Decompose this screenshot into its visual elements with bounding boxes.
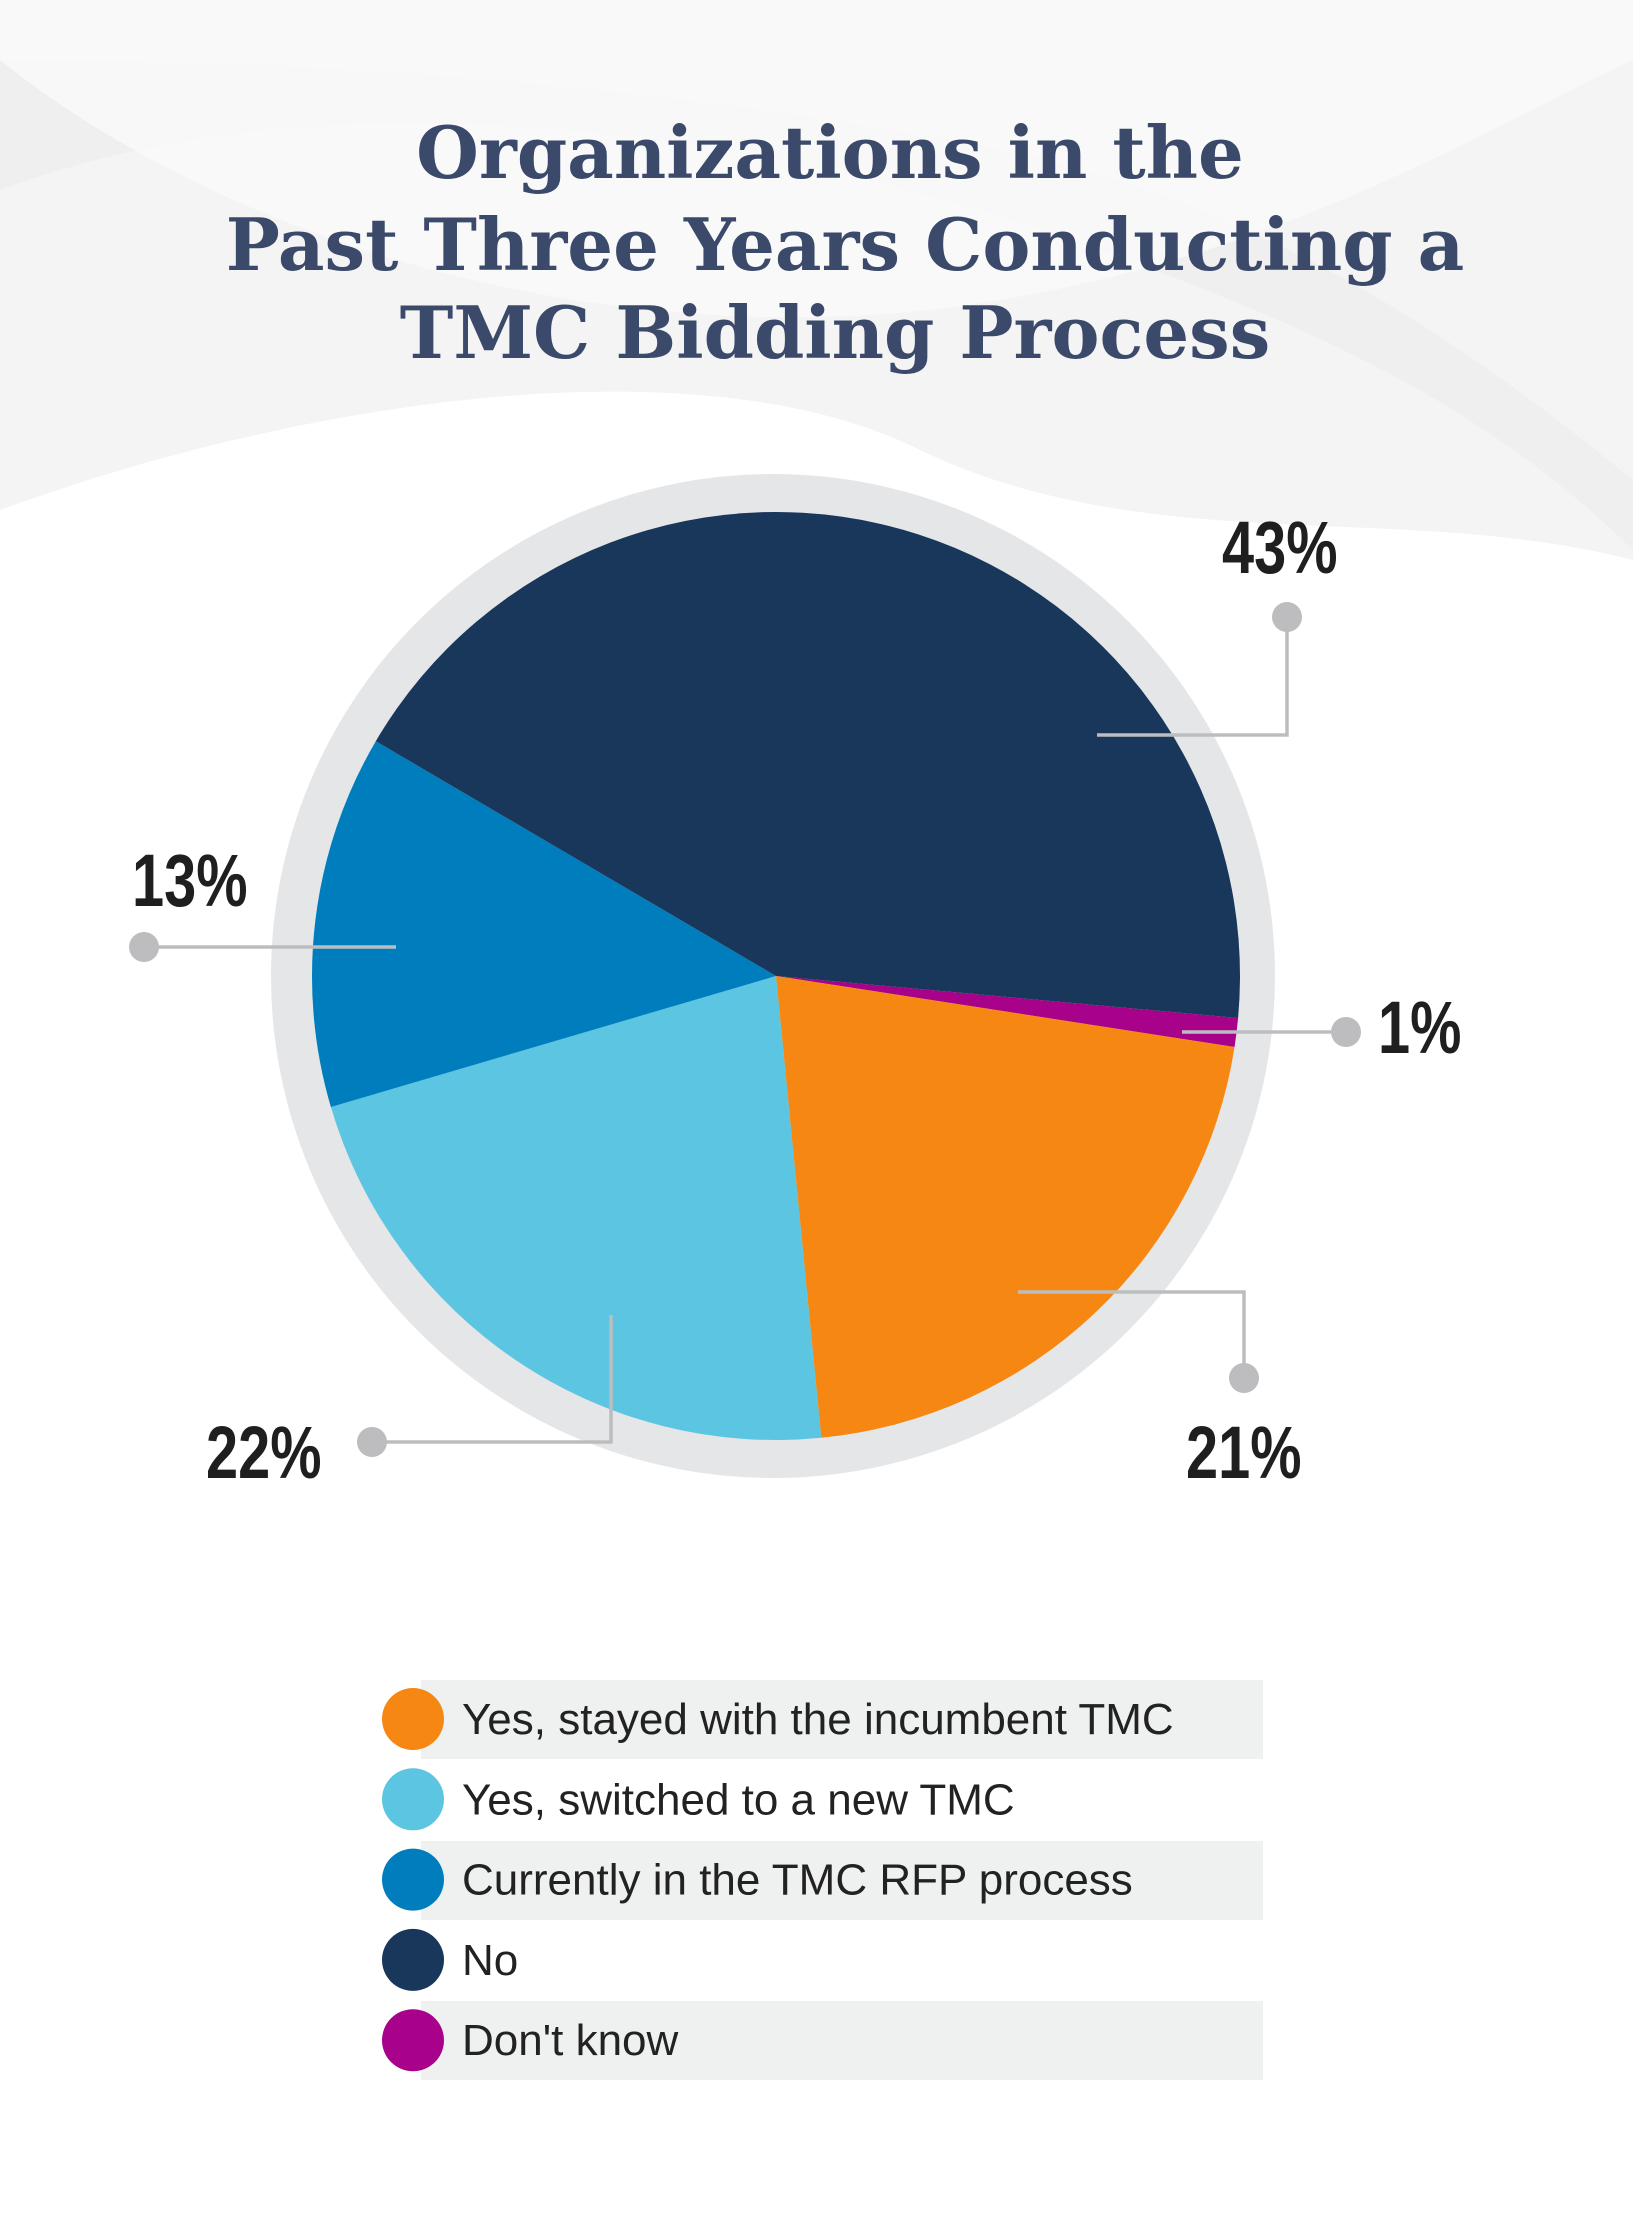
leader-dot-22: [357, 1427, 387, 1457]
data-label-switched: 22%: [206, 1412, 322, 1495]
legend-swatch: [382, 1928, 444, 1991]
legend-label: No: [462, 1936, 518, 1985]
title-line-3: TMC Bidding Process: [400, 290, 1270, 375]
leader-line-22: [372, 1315, 613, 1444]
leader-dots: [129, 602, 1361, 1457]
pie-slice-don-t-know: [776, 976, 1239, 1047]
title-line-1: Organizations in the: [416, 110, 1244, 195]
legend-swatch: [382, 1848, 444, 1911]
legend-label: Don't know: [462, 2016, 679, 2065]
data-label-stayed: 21%: [1186, 1412, 1302, 1495]
leader-dot-43: [1272, 602, 1302, 632]
data-label-dont-know: 1%: [1378, 987, 1461, 1070]
legend-swatch: [382, 2009, 444, 2072]
background-waves: [0, 0, 1633, 560]
pie-slices: [312, 512, 1240, 1441]
leader-dot-1: [1331, 1017, 1361, 1047]
leader-dot-13: [129, 932, 159, 962]
data-labels: 43% 13% 1% 21% 22%: [132, 507, 1461, 1495]
chart-title: Organizations in the Past Three Years Co…: [226, 110, 1465, 375]
data-label-rfp: 13%: [132, 840, 248, 923]
pie-slice-currently-in-the-tmc-rfp-process: [312, 741, 776, 1108]
pie-slice-no: [375, 512, 1240, 1019]
leader-line-21: [1018, 1290, 1246, 1378]
title-line-2: Past Three Years Conducting a: [226, 202, 1465, 287]
leader-line-43: [1097, 617, 1289, 737]
legend: Yes, stayed with the incumbent TMC Yes, s…: [382, 1680, 1263, 2080]
legend-label: Currently in the TMC RFP process: [462, 1856, 1133, 1905]
pie-slice-yes-switched-to-a-new-tmc: [330, 976, 822, 1441]
data-label-no: 43%: [1222, 507, 1338, 590]
leader-lines: [144, 617, 1346, 1444]
legend-label: Yes, stayed with the incumbent TMC: [462, 1695, 1174, 1744]
pie-slice-yes-stayed-with-the-incumbent-tmc: [776, 976, 1235, 1438]
legend-label: Yes, switched to a new TMC: [462, 1775, 1015, 1824]
leader-dot-21: [1229, 1363, 1259, 1393]
legend-swatch: [382, 1688, 444, 1750]
legend-swatch: [382, 1768, 444, 1831]
